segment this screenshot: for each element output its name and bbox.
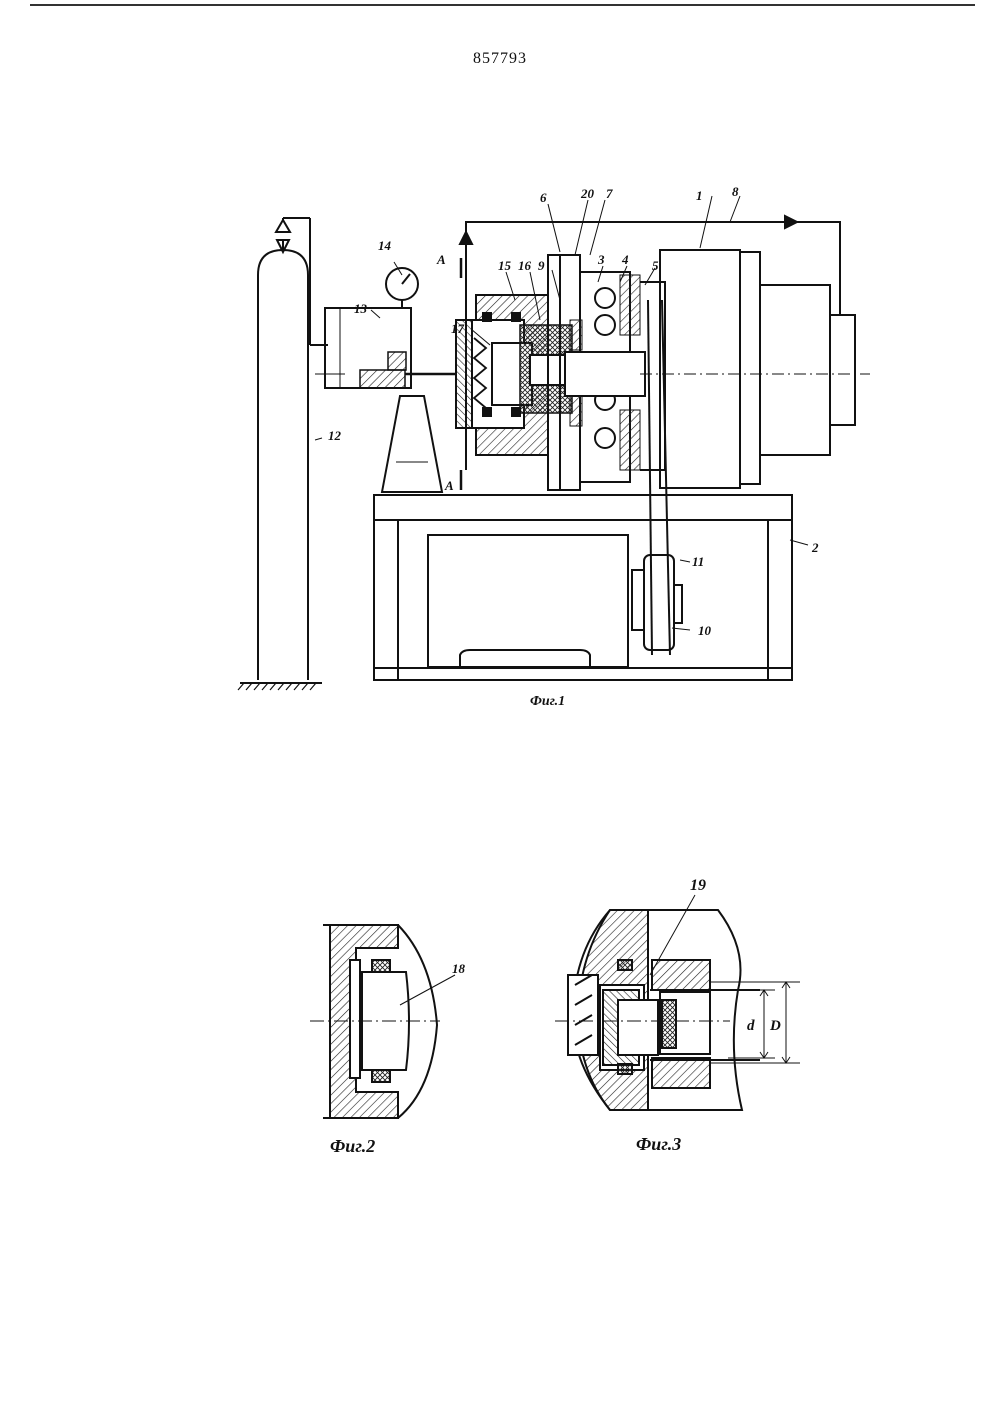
label-3: 3	[597, 252, 605, 267]
figure-3	[555, 895, 800, 1110]
label-6: 6	[540, 190, 547, 205]
label-5: 5	[652, 258, 659, 273]
dimension-D: D	[769, 1018, 781, 1034]
dimension-d: d	[747, 1018, 755, 1034]
receiver-13	[325, 308, 411, 388]
figure-1-labels: 1 2 3 4 5 6 7 8 9 10 11 12 13 14 15 16 1…	[328, 184, 819, 709]
label-1: 1	[696, 188, 703, 203]
label-20: 20	[580, 186, 595, 201]
label-17: 17	[451, 321, 465, 336]
pedestal	[382, 396, 442, 492]
section-mark-bottom: А	[444, 478, 454, 493]
label-8: 8	[732, 184, 739, 199]
label-9: 9	[538, 258, 545, 273]
label-10: 10	[698, 623, 712, 638]
label-18: 18	[452, 961, 466, 976]
figure-2	[310, 925, 455, 1118]
label-13: 13	[354, 301, 368, 316]
label-15: 15	[498, 258, 512, 273]
figure-2-caption: Фиг.2	[330, 1136, 375, 1156]
pressure-gauge-14	[386, 268, 418, 308]
label-12: 12	[328, 428, 342, 443]
label-19: 19	[690, 877, 706, 894]
figure-3-caption: Фиг.3	[636, 1134, 681, 1154]
label-4: 4	[621, 252, 629, 267]
gas-cylinder-12	[238, 218, 328, 690]
motor-1	[640, 250, 870, 488]
section-mark-top: А	[436, 252, 446, 267]
label-14: 14	[378, 238, 392, 253]
figure-1-caption: Фиг.1	[530, 694, 565, 709]
label-7: 7	[606, 186, 613, 201]
label-16: 16	[518, 258, 532, 273]
label-11: 11	[692, 554, 704, 569]
figure-1	[238, 196, 870, 690]
label-2: 2	[811, 540, 819, 555]
frame-2	[374, 495, 792, 680]
